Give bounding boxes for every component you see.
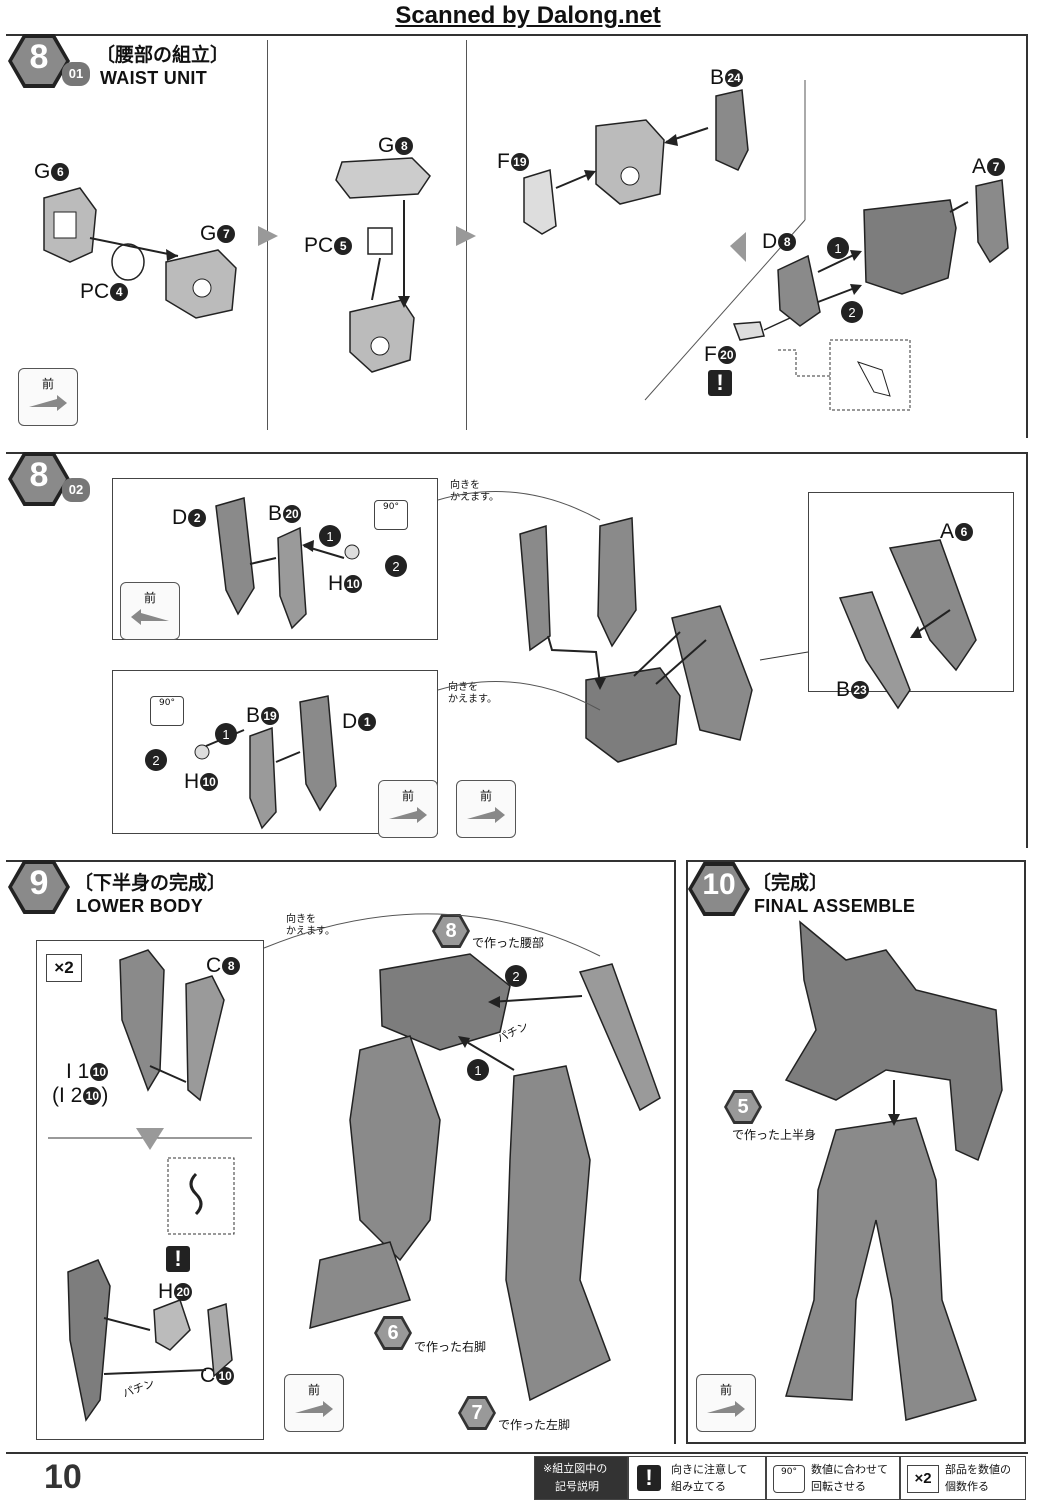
left-leg-armor-box <box>112 670 438 834</box>
step-ref-text: で作った左脚 <box>498 1418 571 1432</box>
front-orientation-icon: 前 <box>284 1374 344 1432</box>
step-badge: 9 <box>8 860 70 914</box>
caution-icon: ! <box>166 1246 190 1272</box>
front-orientation-icon: 前 <box>120 582 180 640</box>
step-badge: 8 <box>8 34 70 88</box>
rotate-90-icon: 90° <box>374 500 408 530</box>
step-8-01-illustration: 1 2 <box>43 89 1009 411</box>
svg-text:1: 1 <box>834 241 841 256</box>
legend-title: ※組立図中の 記号説明 <box>534 1456 628 1500</box>
front-orientation-icon: 前 <box>696 1374 756 1432</box>
step-title-en: LOWER BODY <box>76 896 203 916</box>
svg-text:1: 1 <box>474 1063 481 1078</box>
svg-text:2: 2 <box>152 753 159 768</box>
step-8-02-illustration: 1 2 1 2 <box>145 491 977 830</box>
caution-icon: ! <box>708 370 732 396</box>
rotate-90-icon: 90° <box>150 696 184 726</box>
front-orientation-icon: 前 <box>18 368 78 426</box>
divider <box>640 40 806 430</box>
step-8-02-panel <box>6 452 1028 848</box>
step-8-01-panel <box>6 34 1028 438</box>
step-9-illustration: 2 1 <box>48 913 661 1422</box>
svg-text:2: 2 <box>392 559 399 574</box>
right-leg-armor-box <box>112 478 438 640</box>
legend-caution: ! 向きに注意して 組み立てる <box>628 1456 766 1500</box>
legend-multiply: ×2 部品を数値の 個数作る <box>900 1456 1026 1500</box>
step-ref-text: で作った腰部 <box>472 936 545 950</box>
step-9-panel <box>6 860 676 1444</box>
rear-armor-box <box>808 492 1014 692</box>
step-title-jp: 〔腰部の組立〕 <box>96 44 230 66</box>
multiply-2-icon: ×2 <box>907 1465 939 1493</box>
turn-note: 向きをかえます。 <box>450 480 499 503</box>
sub-step-badge: 02 <box>62 478 90 502</box>
front-skirt-box <box>36 940 264 1440</box>
step-badge: 10 <box>688 862 750 916</box>
step-ref-badge: 7 <box>458 1396 496 1430</box>
step-10-panel <box>686 860 1026 1444</box>
step-ref-text: で作った右脚 <box>414 1340 487 1354</box>
svg-text:1: 1 <box>222 727 229 742</box>
sub-step-badge: 01 <box>62 62 90 86</box>
watermark-text: Scanned by Dalong.net <box>395 2 661 29</box>
step-ref-badge: 5 <box>724 1090 762 1124</box>
turn-note: 向きをかえます。 <box>448 682 497 705</box>
step-badge: 8 <box>8 452 70 506</box>
step-title-en: FINAL ASSEMBLE <box>754 896 916 916</box>
rotate-90-icon: 90° <box>773 1465 805 1493</box>
svg-text:2: 2 <box>512 969 519 984</box>
multiply-2-icon: ×2 <box>46 954 82 982</box>
footer-rule <box>6 1452 1028 1454</box>
step-ref-badge: 6 <box>374 1316 412 1350</box>
front-orientation-icon: 前 <box>378 780 438 838</box>
page-number: 10 <box>44 1458 82 1496</box>
step-title-en: WAIST UNIT <box>100 68 207 88</box>
front-orientation-icon: 前 <box>456 780 516 838</box>
legend-rotate: 90° 数値に合わせて 回転させる <box>766 1456 900 1500</box>
step-10-illustration <box>784 920 1003 1421</box>
step-ref-text: で作った上半身 <box>732 1128 817 1142</box>
step-title-jp: 〔完成〕 <box>752 872 829 894</box>
svg-text:1: 1 <box>326 529 333 544</box>
step-ref-badge: 8 <box>432 914 470 948</box>
step-title-jp: 〔下半身の完成〕 <box>74 872 227 894</box>
svg-text:2: 2 <box>848 305 855 320</box>
